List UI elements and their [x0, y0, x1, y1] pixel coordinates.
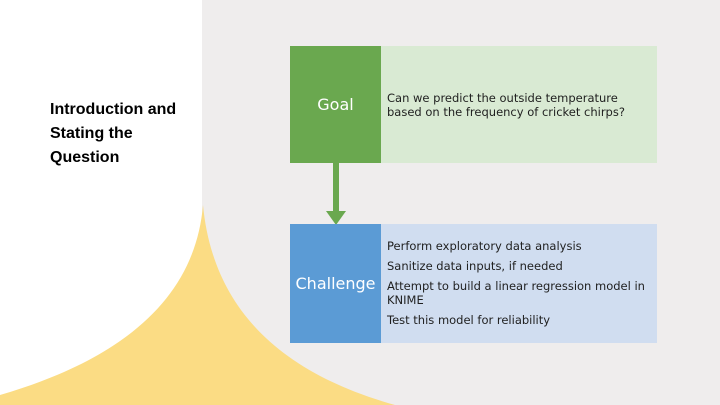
- goal-label: Goal: [317, 95, 354, 114]
- goal-description-box: Can we predict the outside temperature b…: [381, 46, 657, 163]
- challenge-row: Challenge Perform exploratory data analy…: [290, 224, 657, 343]
- challenge-item: Sanitize data inputs, if needed: [387, 258, 563, 273]
- goal-description-line-2: based on the frequency of cricket chirps…: [387, 104, 625, 119]
- challenge-description-box: Perform exploratory data analysis Saniti…: [381, 224, 657, 343]
- challenge-item: Perform exploratory data analysis: [387, 238, 582, 253]
- slide-title: Introduction and Stating the Question: [50, 101, 177, 166]
- goal-row: Goal Can we predict the outside temperat…: [290, 46, 657, 163]
- challenge-item: Test this model for reliability: [387, 312, 551, 327]
- challenge-item: Attempt to build a linear regression mod…: [387, 278, 645, 307]
- challenge-label: Challenge: [295, 274, 376, 293]
- goal-label-box: Goal: [290, 46, 381, 163]
- down-arrow-icon: [326, 163, 346, 225]
- goal-description-line-1: Can we predict the outside temperature: [387, 90, 618, 105]
- challenge-label-box: Challenge: [290, 224, 381, 343]
